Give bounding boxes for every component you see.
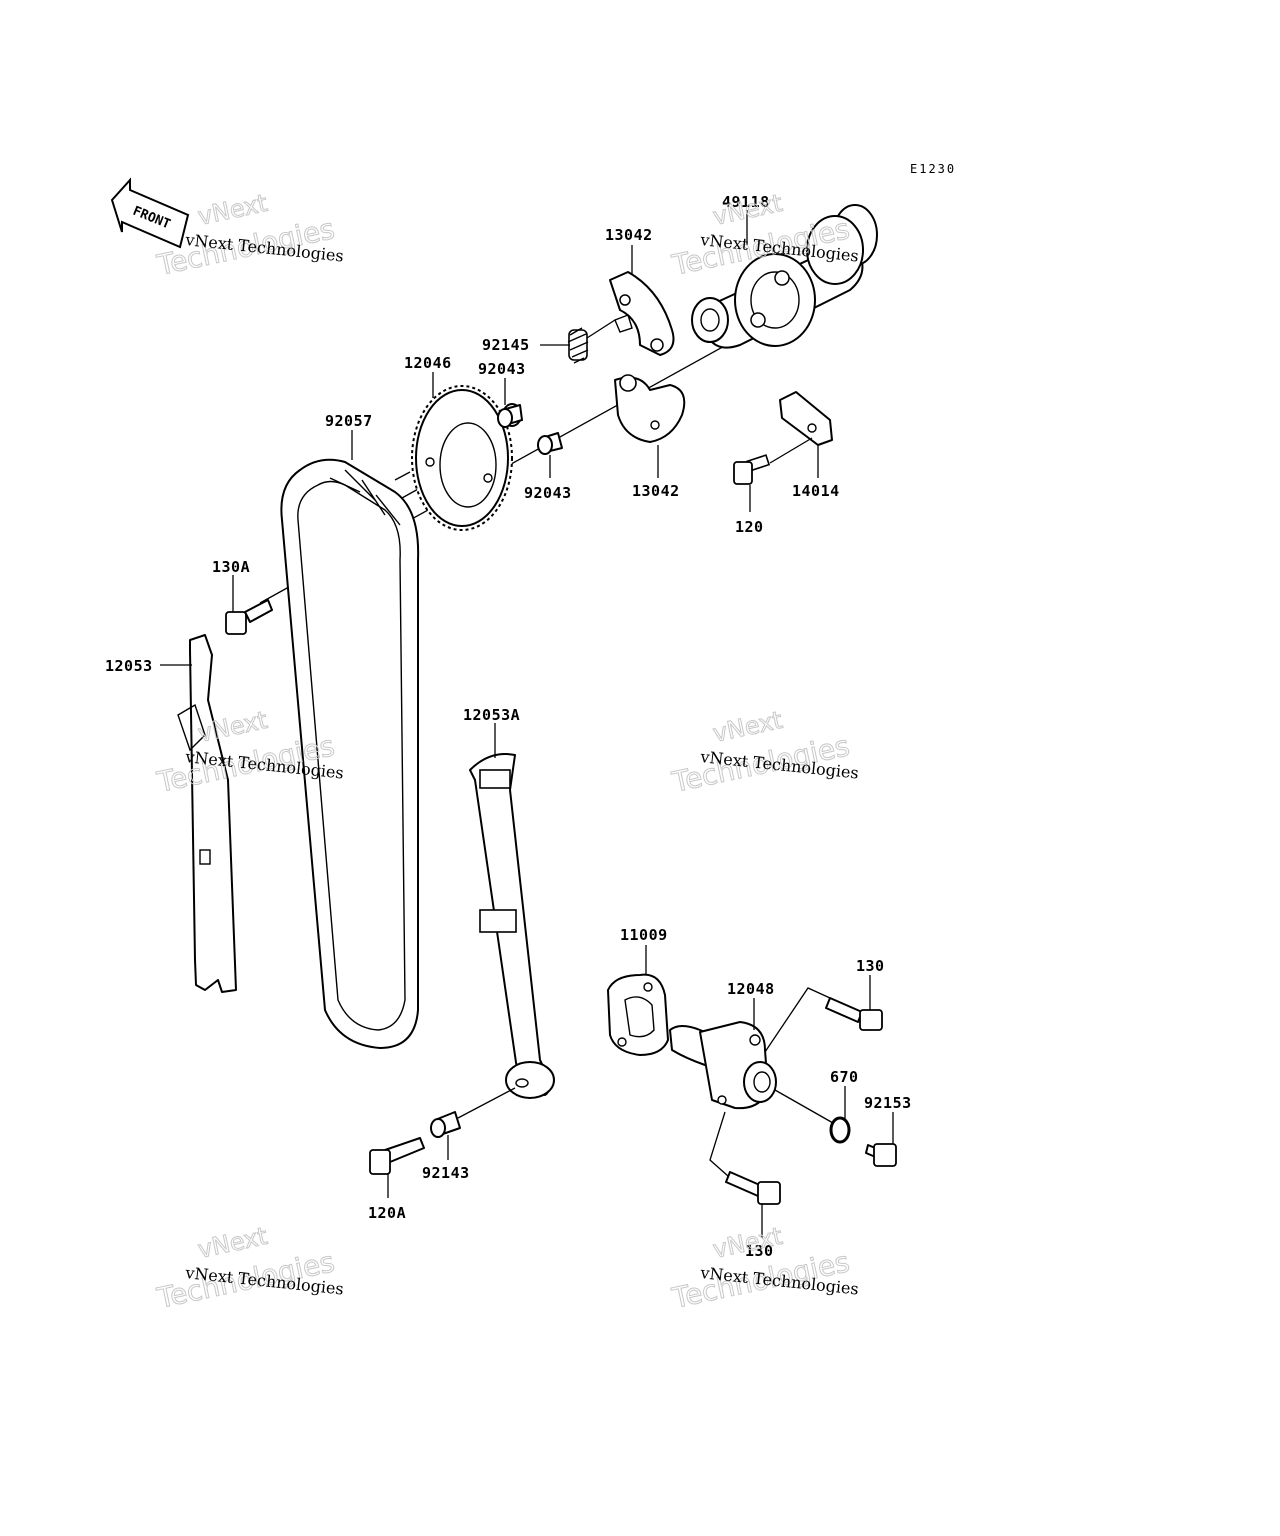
- part-label-92143: 92143: [422, 1164, 470, 1182]
- part-label-11009: 11009: [620, 926, 668, 944]
- cam-chain-part: [280, 458, 420, 1049]
- watermark-mid-right: vNext Technologies vNext Technologies: [668, 705, 860, 799]
- collar-lower-part: [537, 432, 563, 455]
- part-label-92043-upper: 92043: [478, 360, 526, 378]
- part-label-92145: 92145: [482, 336, 530, 354]
- chain-guide-rear-part: [469, 753, 555, 1099]
- part-label-12046: 12046: [404, 354, 452, 372]
- part-label-14014: 14014: [792, 482, 840, 500]
- svg-text:vNext: vNext: [195, 189, 269, 231]
- part-label-12053a: 12053A: [463, 706, 520, 724]
- collar-92143-part: [430, 1087, 516, 1138]
- part-label-92043-lower: 92043: [524, 484, 572, 502]
- decompressor-weight-upper: [609, 271, 675, 356]
- bolt-92153-part: [865, 1143, 897, 1167]
- part-label-130-upper: 130: [856, 957, 885, 975]
- watermark-bottom-right: vNext Technologies vNext Technologies: [668, 1221, 860, 1315]
- bolt-130-lower-part: [725, 1171, 781, 1205]
- collar-upper-part: [497, 403, 523, 428]
- part-label-92153: 92153: [864, 1094, 912, 1112]
- part-label-92057: 92057: [325, 412, 373, 430]
- plate-part: [779, 391, 833, 446]
- bolt-130-upper-part: [825, 997, 883, 1031]
- tensioner-part: [669, 1021, 777, 1110]
- part-label-670: 670: [830, 1068, 859, 1086]
- part-label-13042-lower: 13042: [632, 482, 680, 500]
- part-label-120a: 120A: [368, 1204, 406, 1222]
- spring-part: [567, 327, 589, 364]
- chain-guide-front-part: [177, 634, 237, 993]
- diagram-code: E1230: [910, 162, 956, 176]
- bolt-130a-part: [225, 599, 273, 635]
- part-label-49118: 49118: [722, 193, 770, 211]
- decompressor-weight-lower: [614, 374, 686, 443]
- o-ring-part: [829, 1116, 851, 1144]
- part-label-13042-upper: 13042: [605, 226, 653, 244]
- svg-text:vNext: vNext: [195, 1222, 269, 1264]
- watermark-bottom-left: vNext Technologies vNext Technologies: [153, 1221, 345, 1315]
- part-label-130-lower: 130: [745, 1242, 774, 1260]
- leader-lines: [160, 210, 894, 1238]
- part-labels: 49118 13042 92145 12046 92043 92057 9204…: [105, 193, 912, 1260]
- front-arrow-icon: FRONT: [110, 177, 190, 249]
- camshaft-part: [691, 204, 878, 349]
- part-label-120: 120: [735, 518, 764, 536]
- gasket-part: [607, 973, 669, 1056]
- bolt-120a-part: [369, 1137, 425, 1175]
- part-label-12048: 12048: [727, 980, 775, 998]
- part-label-130a: 130A: [212, 558, 250, 576]
- sprocket-part: [411, 385, 513, 531]
- svg-text:vNext: vNext: [710, 706, 784, 748]
- part-label-12053: 12053: [105, 657, 153, 675]
- bolt-120-part: [733, 437, 813, 485]
